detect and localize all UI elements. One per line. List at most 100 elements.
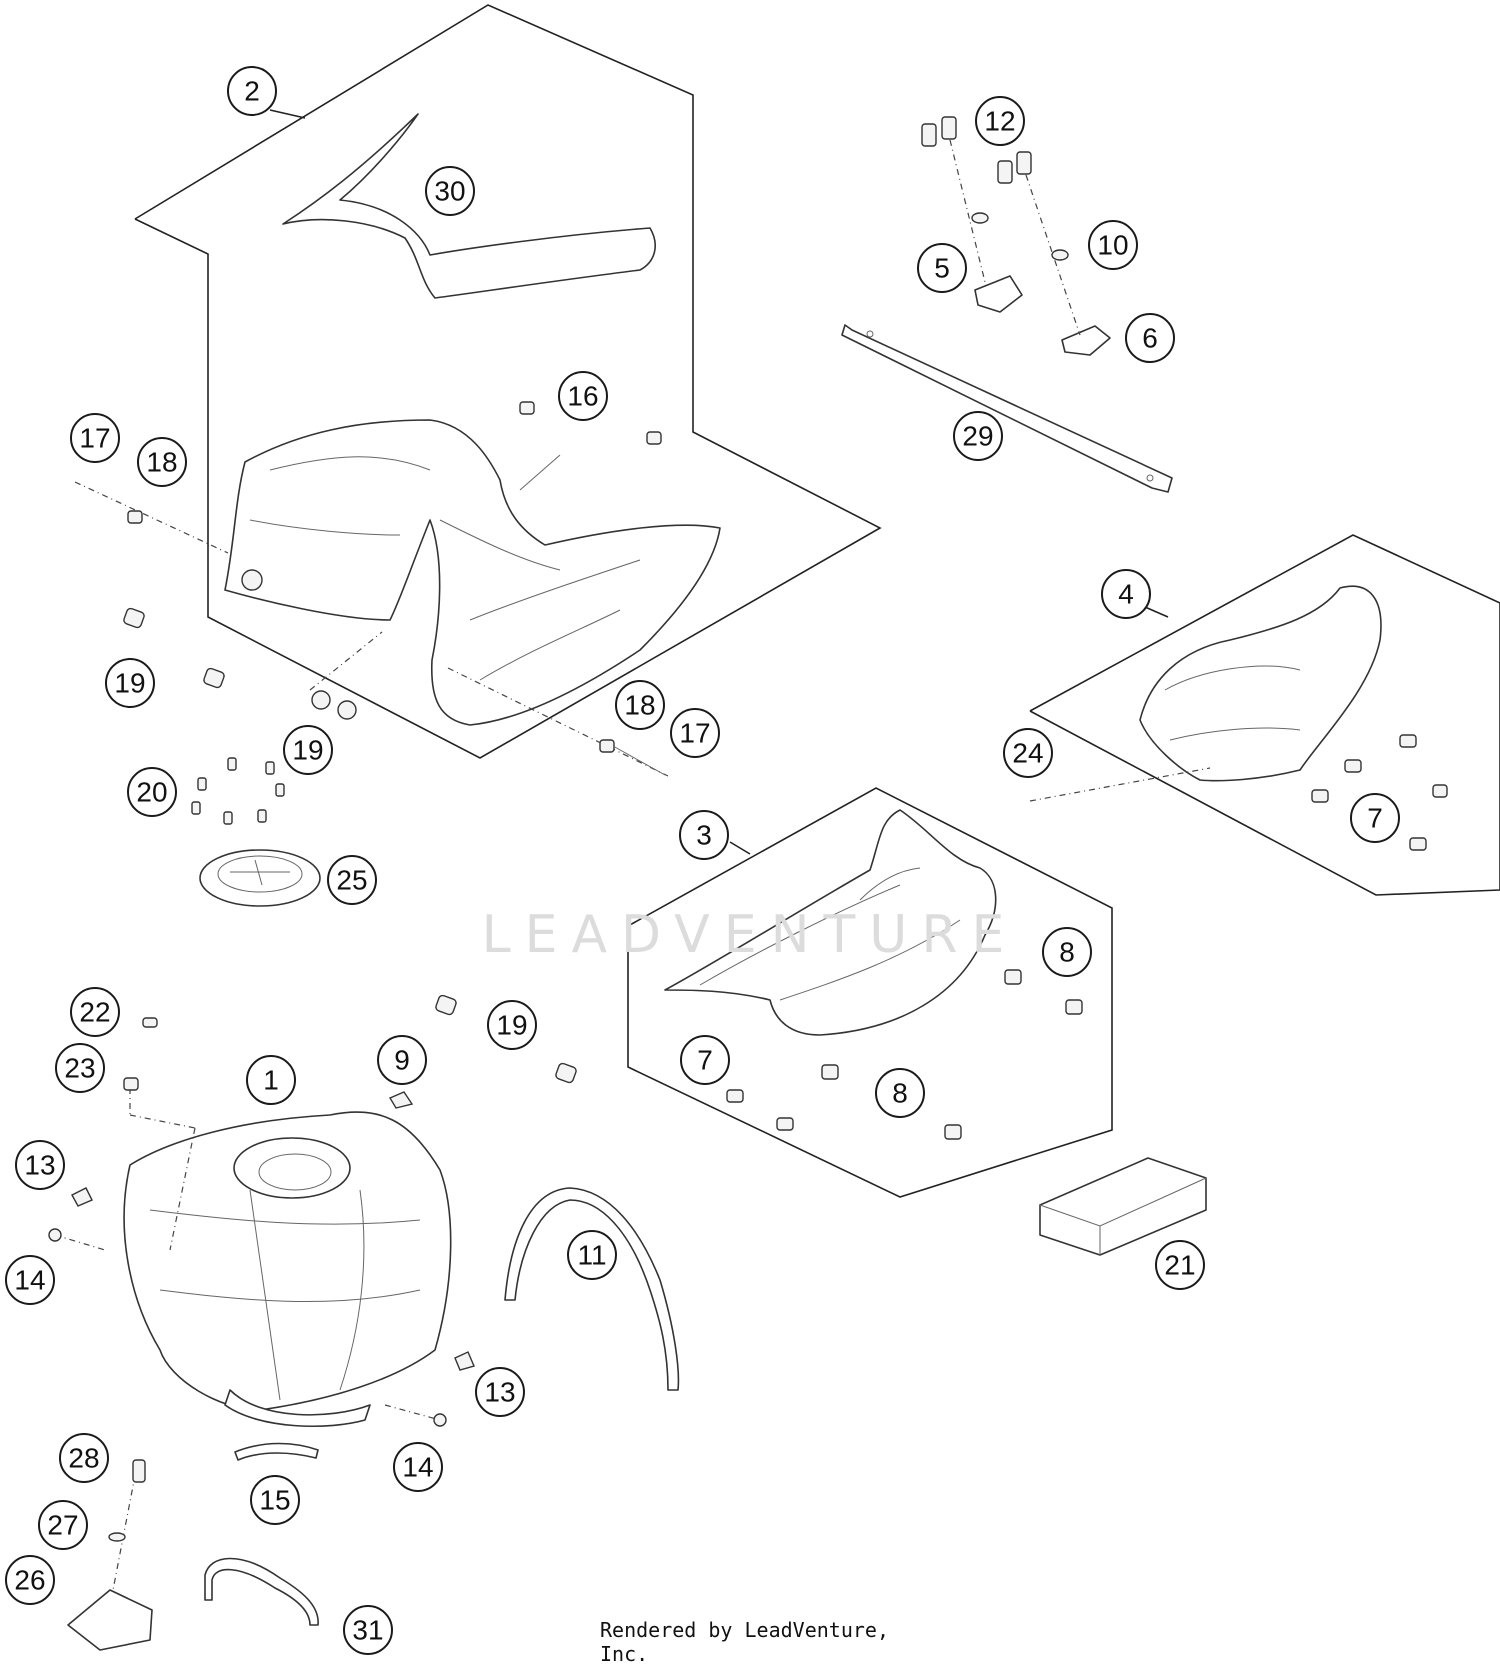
gasket-15-part [234, 1442, 319, 1461]
callout-19-a: 19 [105, 658, 155, 708]
rendered-by-footer: Rendered by LeadVenture, Inc. [600, 1618, 889, 1666]
group-frame-4 [1029, 534, 1500, 896]
callout-20: 20 [127, 767, 177, 817]
passenger-seat-part [1139, 585, 1382, 782]
svg-text:29: 29 [962, 421, 993, 452]
callout-2: 2 [227, 66, 277, 116]
callout-6: 6 [1125, 313, 1175, 363]
svg-text:6: 6 [1142, 323, 1158, 354]
callout-30: 30 [425, 166, 475, 216]
svg-text:10: 10 [1097, 230, 1128, 261]
callout-25: 25 [327, 855, 377, 905]
filler-cap-part [199, 849, 321, 907]
hose-31-part [204, 1557, 319, 1626]
fuel-tank-part [123, 1111, 452, 1428]
strap-part [841, 324, 1173, 493]
svg-text:15: 15 [259, 1485, 290, 1516]
callout-10: 10 [1088, 220, 1138, 270]
svg-text:19: 19 [496, 1010, 527, 1041]
callout-27: 27 [38, 1500, 88, 1550]
svg-text:13: 13 [484, 1377, 515, 1408]
svg-text:31: 31 [352, 1615, 383, 1646]
callout-21: 21 [1155, 1240, 1205, 1290]
bracket-5-part [974, 275, 1023, 313]
svg-text:26: 26 [14, 1565, 45, 1596]
svg-text:8: 8 [1059, 937, 1075, 968]
svg-text:20: 20 [136, 777, 167, 808]
rider-seat-part [664, 809, 997, 1036]
main-fairing-part [224, 401, 721, 726]
svg-text:19: 19 [114, 668, 145, 699]
group-frame-2 [134, 4, 882, 759]
callout-7-b: 7 [680, 1035, 730, 1085]
svg-text:13: 13 [24, 1150, 55, 1181]
callout-13-a: 13 [15, 1140, 65, 1190]
svg-text:14: 14 [402, 1452, 433, 1483]
svg-text:12: 12 [984, 106, 1015, 137]
callout-5: 5 [917, 243, 967, 293]
svg-text:8: 8 [892, 1078, 908, 1109]
callout-19-c: 19 [487, 1000, 537, 1050]
svg-text:17: 17 [679, 718, 710, 749]
callout-15: 15 [250, 1475, 300, 1525]
svg-text:4: 4 [1118, 579, 1134, 610]
callout-18-a: 18 [137, 437, 187, 487]
callout-9: 9 [377, 1035, 427, 1085]
svg-text:23: 23 [64, 1053, 95, 1084]
callout-12: 12 [975, 96, 1025, 146]
callout-22: 22 [70, 987, 120, 1037]
svg-text:22: 22 [79, 997, 110, 1028]
svg-text:1: 1 [263, 1065, 279, 1096]
small-hardware [48, 510, 1448, 1542]
callout-19-b: 19 [283, 725, 333, 775]
svg-text:27: 27 [47, 1510, 78, 1541]
svg-text:17: 17 [79, 423, 110, 454]
callout-23: 23 [55, 1043, 105, 1093]
callout-16: 16 [558, 371, 608, 421]
tank-bracket-part [504, 1187, 680, 1391]
callout-1: 1 [246, 1055, 296, 1105]
callout-29: 29 [953, 411, 1003, 461]
assembly-lines [54, 481, 1211, 1591]
svg-text:7: 7 [1367, 803, 1383, 834]
svg-text:21: 21 [1164, 1250, 1195, 1281]
callout-31: 31 [343, 1605, 393, 1655]
svg-text:19: 19 [292, 735, 323, 766]
svg-text:2: 2 [244, 76, 260, 107]
svg-text:11: 11 [577, 1240, 606, 1271]
bracket-6-part [1061, 325, 1111, 356]
callout-13-b: 13 [475, 1367, 525, 1417]
callout-17-b: 17 [670, 708, 720, 758]
callout-28: 28 [59, 1433, 109, 1483]
svg-text:25: 25 [336, 865, 367, 896]
svg-text:3: 3 [696, 820, 712, 851]
callout-11: 11 [567, 1230, 617, 1280]
callout-8-b: 8 [875, 1068, 925, 1118]
callout-7-a: 7 [1350, 793, 1400, 843]
group-frame-3 [627, 787, 1113, 1198]
bolts-12-part [921, 116, 1081, 336]
svg-text:28: 28 [68, 1443, 99, 1474]
svg-text:18: 18 [624, 690, 655, 721]
callout-17-a: 17 [70, 413, 120, 463]
callout-3: 3 [679, 810, 729, 860]
svg-text:18: 18 [146, 447, 177, 478]
pump-base-26-part [67, 1589, 153, 1651]
callout-8-a: 8 [1042, 927, 1092, 977]
callout-24: 24 [1003, 728, 1053, 778]
svg-text:9: 9 [394, 1045, 410, 1076]
windscreen-trim-part [282, 113, 656, 299]
callout-18-b: 18 [615, 680, 665, 730]
callout-4: 4 [1101, 569, 1151, 619]
foam-block-part [1039, 1157, 1207, 1256]
svg-text:24: 24 [1012, 738, 1043, 769]
svg-text:7: 7 [697, 1045, 713, 1076]
callout-14-b: 14 [393, 1442, 443, 1492]
svg-text:30: 30 [434, 176, 465, 207]
svg-text:16: 16 [567, 381, 598, 412]
svg-text:14: 14 [14, 1265, 45, 1296]
callout-14-a: 14 [5, 1255, 55, 1305]
callout-26: 26 [5, 1555, 55, 1605]
svg-text:5: 5 [934, 253, 950, 284]
